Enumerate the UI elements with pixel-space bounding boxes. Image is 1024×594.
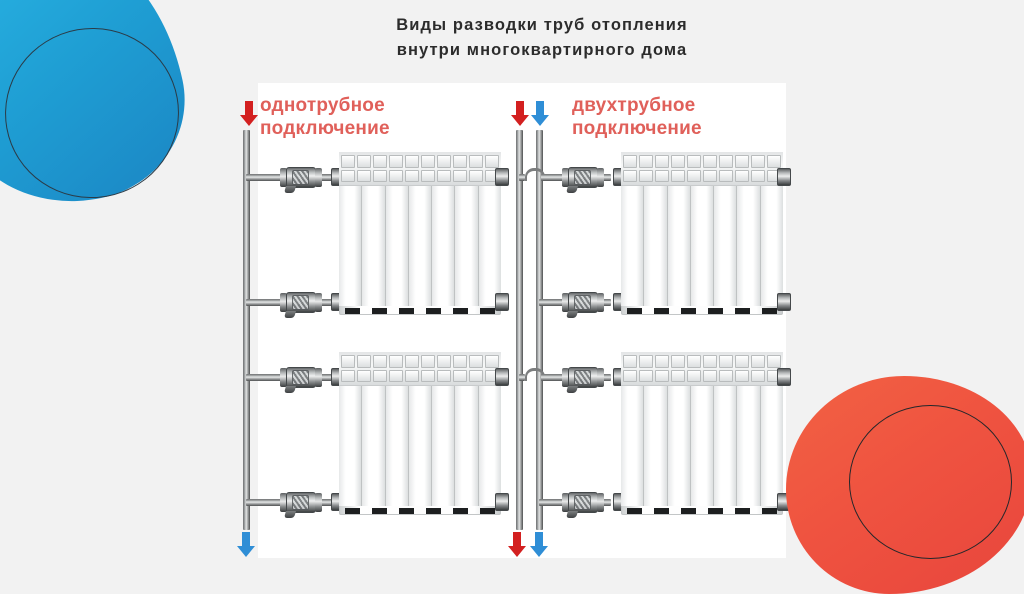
radiator-top-grille (621, 352, 783, 386)
radiator-grille-row (341, 155, 499, 168)
arrow-return-down-right-bottom (530, 532, 548, 557)
valve-handle (574, 495, 591, 510)
radiator-grille-row (623, 369, 781, 382)
valve-collar-left (280, 493, 287, 512)
radiator-feet (627, 308, 777, 314)
radiator-sections (339, 186, 501, 306)
radiator-sections (621, 386, 783, 506)
red-blob (786, 376, 1024, 594)
arrow-supply-down-right-top (511, 101, 529, 126)
shut-off-valve-left-upper-bottom[interactable] (279, 292, 323, 318)
scheme-label-two-pipe: двухтрубное подключение (572, 94, 702, 140)
valve-collar-left (280, 293, 287, 312)
radiator-lower-left (339, 352, 501, 515)
scheme-label-single-line-2: подключение (260, 118, 390, 139)
riser-supply-left (243, 130, 250, 530)
valve-handle (574, 370, 591, 385)
arrow-return-down-right-top (531, 101, 549, 126)
valve-collar-left (562, 168, 569, 187)
radiator-nipple-right-upper-far-bottom (777, 293, 791, 311)
shut-off-valve-right-upper-bottom[interactable] (561, 292, 605, 318)
radiator-top-grille (339, 352, 501, 386)
valve-collar-left (562, 493, 569, 512)
valve-collar-right (315, 368, 322, 387)
arrow-supply-down-left-top (240, 101, 258, 126)
shut-off-valve-left-upper-top[interactable] (279, 167, 323, 193)
branch-pipe-right-lower-top (519, 374, 525, 381)
valve-handle (574, 170, 591, 185)
valve-handle (292, 295, 309, 310)
radiator-feet (345, 508, 495, 514)
radiator-nipple-left-lower-far-top (495, 368, 509, 386)
radiator-top-grille (339, 152, 501, 186)
radiator-sections (339, 386, 501, 506)
scheme-label-single-line-1: однотрубное (260, 95, 385, 116)
valve-collar-right (597, 493, 604, 512)
valve-handle (292, 170, 309, 185)
valve-handle (292, 370, 309, 385)
radiator-lower-right (621, 352, 783, 515)
blue-outline-circle (0, 14, 193, 212)
radiator-nipple-right-upper-far-top (777, 168, 791, 186)
valve-collar-right (315, 168, 322, 187)
riser-supply-right (516, 130, 523, 530)
scheme-label-double-line-1: двухтрубное (572, 95, 696, 116)
radiator-nipple-left-upper-far-top (495, 168, 509, 186)
shut-off-valve-right-lower-bottom[interactable] (561, 492, 605, 518)
valve-collar-right (597, 293, 604, 312)
radiator-feet (345, 308, 495, 314)
radiator-grille-row (623, 169, 781, 182)
radiator-grille-row (623, 355, 781, 368)
radiator-upper-right (621, 152, 783, 315)
blue-blob (0, 0, 203, 225)
shut-off-valve-right-upper-top[interactable] (561, 167, 605, 193)
valve-collar-right (597, 368, 604, 387)
shut-off-valve-left-lower-top[interactable] (279, 367, 323, 393)
shut-off-valve-right-lower-top[interactable] (561, 367, 605, 393)
valve-collar-right (597, 168, 604, 187)
scheme-label-single-pipe: однотрубное подключение (260, 94, 390, 140)
valve-collar-right (315, 293, 322, 312)
valve-collar-left (562, 368, 569, 387)
arrow-return-down-left-bottom (237, 532, 255, 557)
shut-off-valve-left-lower-bottom[interactable] (279, 492, 323, 518)
radiator-grille-row (623, 155, 781, 168)
radiator-upper-left (339, 152, 501, 315)
radiator-nipple-left-upper-far-bottom (495, 293, 509, 311)
radiator-grille-row (341, 355, 499, 368)
riser-return-right (536, 130, 543, 530)
radiator-feet (627, 508, 777, 514)
scheme-label-double-line-2: подключение (572, 118, 702, 139)
valve-collar-right (315, 493, 322, 512)
radiator-nipple-right-lower-far-bottom (777, 493, 791, 511)
page-title-line-2: внутри многоквартирного дома (396, 41, 688, 59)
page-title: Виды разводки труб отопления внутри мног… (262, 13, 822, 63)
radiator-nipple-right-lower-far-top (777, 368, 791, 386)
radiator-sections (621, 186, 783, 306)
radiator-grille-row (341, 169, 499, 182)
valve-collar-left (280, 368, 287, 387)
radiator-grille-row (341, 369, 499, 382)
branch-pipe-right-upper-top (519, 174, 525, 181)
arrow-supply-down-right-bottom (508, 532, 526, 557)
radiator-top-grille (621, 152, 783, 186)
valve-handle (292, 495, 309, 510)
valve-collar-left (280, 168, 287, 187)
valve-collar-left (562, 293, 569, 312)
radiator-nipple-left-lower-far-bottom (495, 493, 509, 511)
page-title-line-1: Виды разводки труб отопления (396, 16, 688, 34)
red-outline-circle (849, 405, 1012, 559)
valve-handle (574, 295, 591, 310)
